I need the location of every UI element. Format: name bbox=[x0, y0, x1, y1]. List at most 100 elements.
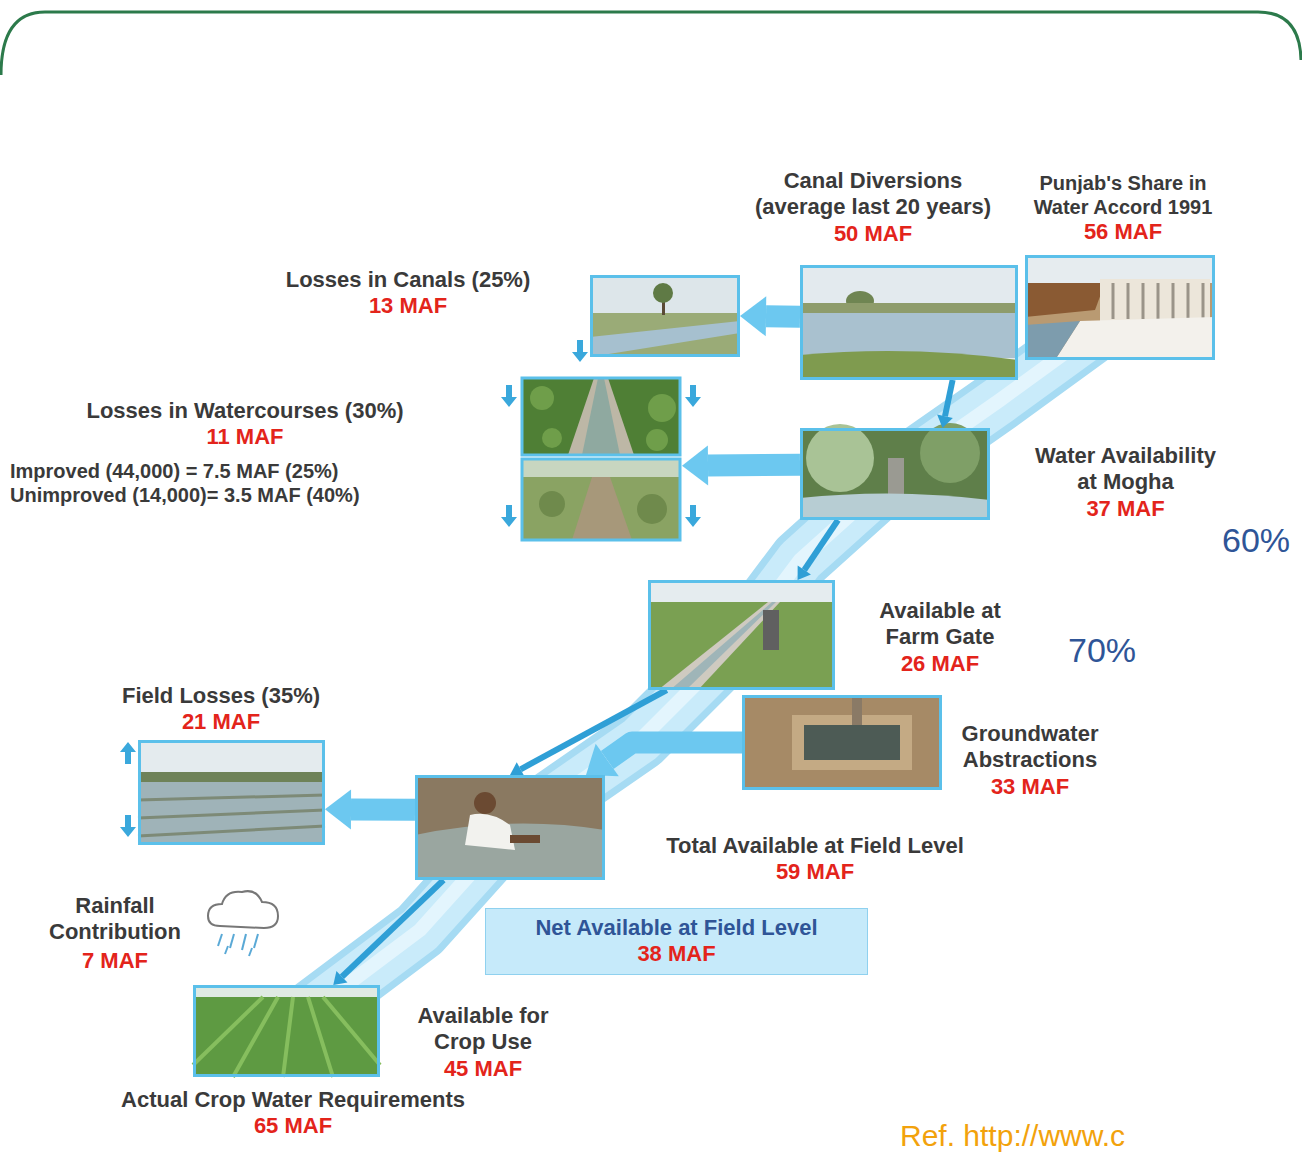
canal-loss-photo bbox=[590, 313, 740, 357]
cloud-icon bbox=[218, 934, 222, 946]
photo-box: Water Availability at Mogha37 MAF bbox=[800, 428, 990, 520]
heading-text: Punjab's Share in Water Accord 1991 bbox=[1023, 171, 1223, 219]
dam-photo bbox=[1202, 283, 1205, 319]
loss-arrow bbox=[572, 340, 588, 362]
watercourse-photo bbox=[522, 459, 680, 540]
dam-photo bbox=[1187, 283, 1190, 319]
watercourse-photo bbox=[572, 477, 632, 540]
loss-arrow bbox=[501, 505, 517, 527]
groundwater-photo bbox=[742, 695, 942, 790]
watercourse-photo bbox=[582, 378, 620, 455]
field-loss-photo bbox=[138, 740, 325, 845]
photo-box: Available at Farm Gate26 MAF bbox=[648, 580, 835, 690]
annotation-text: Rainfall Contribution bbox=[35, 893, 195, 946]
loss-arrow bbox=[120, 815, 136, 837]
value-text: 21 MAF bbox=[113, 709, 329, 735]
canal-loss-photo bbox=[653, 283, 673, 303]
groundwater-photo bbox=[742, 695, 942, 790]
cloud-icon bbox=[249, 948, 252, 956]
text-group: Total Available at Field Level59 MAF bbox=[615, 833, 1015, 886]
flow-arrow bbox=[708, 454, 800, 477]
value-text: 45 MAF bbox=[398, 1056, 568, 1082]
text-group: Canal Diversions(average last 20 years)5… bbox=[738, 168, 1008, 247]
farm-gate-photo bbox=[763, 610, 779, 650]
mogha-photo bbox=[888, 458, 904, 498]
photo-box: Groundwater Abstractions33 MAF bbox=[742, 695, 942, 790]
farm-gate-photo bbox=[648, 580, 835, 690]
groundwater-photo bbox=[852, 695, 862, 725]
watercourse-photo bbox=[522, 378, 680, 455]
text-group: Punjab's Share in Water Accord 199156 MA… bbox=[1023, 171, 1223, 245]
value-text: 33 MAF bbox=[950, 774, 1110, 800]
field-loss-photo bbox=[138, 810, 325, 818]
reference-text: Ref. http://www.c bbox=[900, 1118, 1125, 1154]
field-loss-photo bbox=[138, 740, 325, 845]
heading-text: (average last 20 years) bbox=[738, 194, 1008, 220]
crop-photo bbox=[283, 997, 293, 1077]
crop-photo bbox=[308, 997, 333, 1077]
dam-photo bbox=[1025, 255, 1215, 360]
heading-text: Unimproved (14,000)= 3.5 MAF (40%) bbox=[10, 483, 480, 507]
value-text: 13 MAF bbox=[243, 293, 573, 319]
percent-text: 60% bbox=[1222, 520, 1290, 561]
dam-photo bbox=[1157, 283, 1160, 319]
loss-arrow bbox=[501, 385, 517, 407]
text-group: Groundwater Abstractions33 MAF bbox=[950, 721, 1110, 800]
text-group: Water Availability at Mogha37 MAF bbox=[1028, 443, 1223, 522]
dam-photo bbox=[1025, 321, 1080, 360]
text-group: Field Losses (35%)21 MAF bbox=[113, 683, 329, 736]
loss-arrow bbox=[685, 505, 701, 527]
photo-box: Field Losses (35%)21 MAF bbox=[138, 740, 325, 845]
field-photo bbox=[465, 814, 515, 850]
mogha-photo bbox=[800, 493, 990, 520]
value-text: 65 MAF bbox=[63, 1113, 523, 1139]
watercourse-photo bbox=[648, 394, 676, 422]
value-text: 56 MAF bbox=[1023, 219, 1223, 245]
watercourse-photo bbox=[637, 494, 667, 524]
watercourse-photo bbox=[539, 491, 565, 517]
field-loss-photo bbox=[138, 826, 325, 836]
mogha-photo bbox=[806, 424, 874, 492]
watercourse-photo bbox=[568, 378, 634, 455]
farm-gate-photo bbox=[670, 602, 776, 690]
flow-arrow bbox=[945, 380, 953, 416]
crop-photo bbox=[323, 997, 380, 1065]
crop-photo bbox=[233, 997, 278, 1077]
field-loss-photo bbox=[138, 772, 325, 782]
text-group: Net Available at Field Level38 MAF bbox=[496, 915, 857, 968]
text-group: Available at Farm Gate26 MAF bbox=[855, 598, 1025, 677]
info-box: Net Available at Field Level38 MAF bbox=[485, 908, 868, 975]
dam-photo bbox=[1025, 283, 1105, 317]
dam-photo bbox=[1100, 279, 1210, 321]
heading-text: Water Availability at Mogha bbox=[1028, 443, 1223, 496]
heading-text: Field Losses (35%) bbox=[113, 683, 329, 709]
value-text: 26 MAF bbox=[855, 651, 1025, 677]
watercourse-photo bbox=[522, 378, 680, 455]
photo-pair: Losses in Watercourses (30%)11 MAFImprov… bbox=[520, 376, 682, 542]
field-loss-photo bbox=[138, 795, 325, 836]
crop-photo bbox=[193, 985, 380, 1077]
heading-text: Total Available at Field Level bbox=[615, 833, 1015, 859]
heading-text: Losses in Canals (25%) bbox=[243, 267, 573, 293]
dam-photo bbox=[1055, 317, 1215, 360]
watercourse-photo bbox=[646, 429, 668, 451]
crop-photo bbox=[193, 997, 263, 1065]
percent-text: 70% bbox=[1068, 630, 1136, 671]
groundwater-photo bbox=[804, 725, 900, 760]
cloud-icon bbox=[230, 934, 234, 948]
cloud-icon bbox=[242, 934, 246, 950]
flow-arrow bbox=[342, 880, 444, 977]
dam-photo bbox=[1112, 283, 1115, 319]
heading-text: Available for Crop Use bbox=[398, 1003, 568, 1056]
field-photo bbox=[510, 835, 540, 843]
value-text: 50 MAF bbox=[738, 221, 1008, 247]
flow-arrow bbox=[351, 798, 415, 820]
loss-arrow bbox=[685, 385, 701, 407]
field-photo bbox=[415, 775, 605, 880]
cloud-icon bbox=[208, 891, 278, 956]
value-text: 7 MAF bbox=[35, 948, 195, 974]
canal-photo bbox=[800, 265, 1018, 380]
stream-band bbox=[300, 320, 1110, 1020]
watercourse-photo bbox=[530, 386, 554, 410]
text-group: Losses in Canals (25%)13 MAF bbox=[243, 267, 573, 320]
